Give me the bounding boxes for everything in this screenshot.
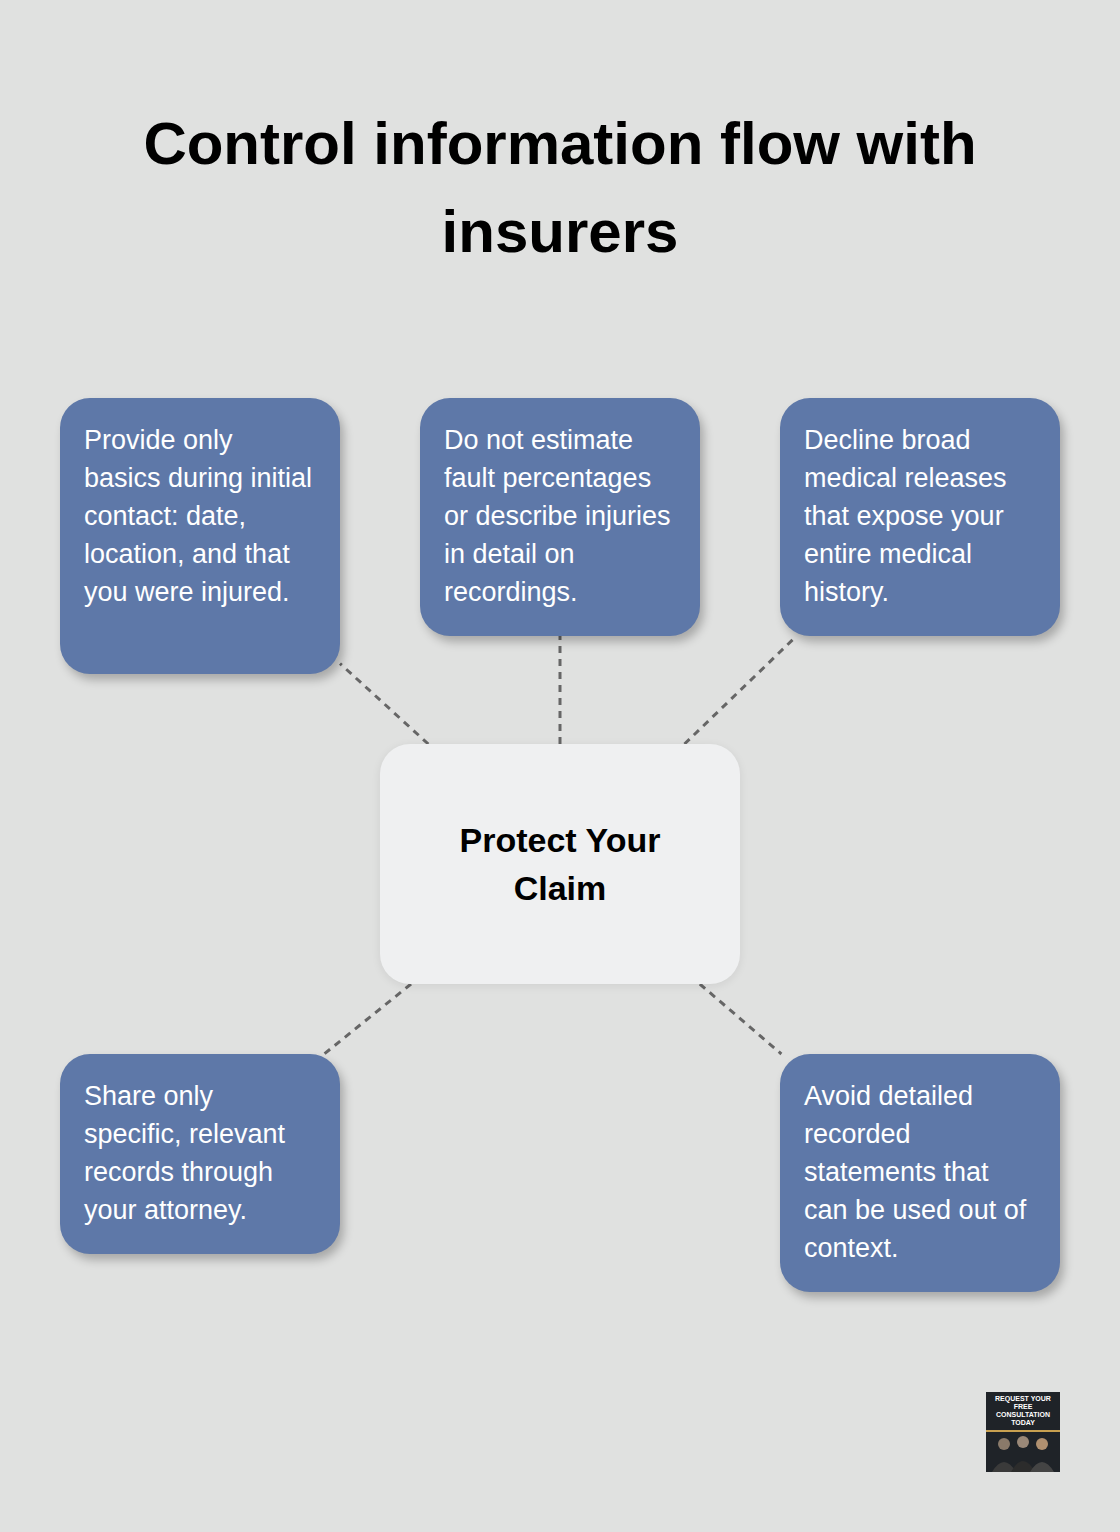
dashed-connector <box>340 664 428 744</box>
logo-stripe <box>986 1430 1060 1432</box>
box-text: Share only specific, relevant records th… <box>84 1077 316 1229</box>
dashed-connector <box>700 984 782 1054</box>
tip-box: Decline broad medical releases that expo… <box>780 398 1060 636</box>
box-content: Decline broad medical releases that expo… <box>804 421 1036 611</box>
connector-line <box>324 984 411 1054</box>
connector-line <box>700 984 782 1054</box>
tip-box: Avoid detailed recorded statements that … <box>780 1054 1060 1292</box>
box-content: Provide only basics during initial conta… <box>84 421 316 611</box>
box-text: Decline broad medical releases that expo… <box>804 421 1036 611</box>
box-content: Do not estimate fault percentages or des… <box>444 421 676 611</box>
logo-person <box>1036 1438 1048 1450</box>
dashed-connector <box>684 636 796 744</box>
tip-box: Do not estimate fault percentages or des… <box>420 398 700 636</box>
connector-line <box>684 636 796 744</box>
box-text: Avoid detailed recorded statements that … <box>804 1077 1036 1267</box>
connector-line <box>340 664 428 744</box>
diagram-title: Control information flow with insurers <box>60 100 1060 276</box>
central-box: Protect Your Claim <box>380 744 740 984</box>
logo-person <box>998 1438 1010 1450</box>
box-content: Protect Your Claim <box>420 816 700 912</box>
logo-person <box>1017 1436 1029 1448</box>
box-content: Avoid detailed recorded statements that … <box>804 1077 1036 1267</box>
tip-box: Provide only basics during initial conta… <box>60 398 340 674</box>
dashed-connector <box>324 984 411 1054</box>
box-text: Provide only basics during initial conta… <box>84 421 316 611</box>
logo-background <box>986 1392 1060 1472</box>
dashed-connector <box>560 636 561 744</box>
box-text: Protect Your Claim <box>420 816 700 912</box>
tip-box: Share only specific, relevant records th… <box>60 1054 340 1254</box>
box-text: Do not estimate fault percentages or des… <box>444 421 676 611</box>
logo-person <box>1030 1462 1054 1472</box>
box-content: Share only specific, relevant records th… <box>84 1077 316 1229</box>
logo-text: REQUEST YOUR FREE CONSULTATION TODAY <box>988 1395 1058 1427</box>
connector-line <box>559 636 562 744</box>
